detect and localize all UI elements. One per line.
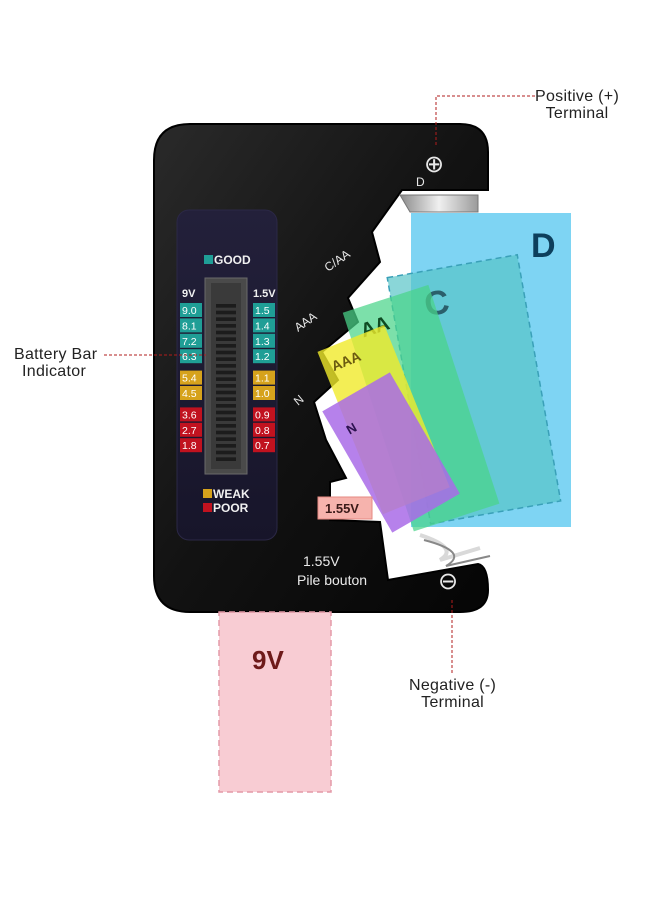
scale-value-9v: 1.8 — [182, 440, 197, 452]
scale-cell-1-5v-bg — [253, 422, 275, 437]
scale-cell-1-5v-bg — [253, 370, 275, 385]
battery-9v-label: 9V — [252, 645, 284, 675]
scale-1-5v-column: 1.5 1.4 1.3 1.2 1.1 1.0 0.9 0.8 0.7 — [253, 303, 275, 453]
bar-segment — [216, 417, 236, 421]
bar-segment — [216, 330, 236, 335]
scale-value-1-5v: 0.7 — [255, 440, 270, 452]
bar-segment — [216, 324, 236, 328]
column-header-9v: 9V — [182, 288, 196, 300]
scale-value-9v: 5.4 — [182, 373, 197, 385]
button-cell-voltage: 1.55V — [303, 553, 340, 569]
bar-segment — [216, 304, 236, 308]
bar-indicator-callout-line1: Battery Bar — [14, 346, 98, 363]
scale-9v-column: 9.0 8.1 7.2 6.3 5.4 4.5 3.6 2.7 1.8 — [180, 303, 202, 453]
bar-segment — [216, 410, 236, 415]
weak-legend-label: WEAK — [213, 487, 250, 501]
bar-indicator-segments — [216, 304, 236, 461]
battery-button-cell — [317, 496, 373, 520]
negative-terminal-callout: Negative (-) Terminal — [409, 677, 496, 711]
bar-segment — [216, 437, 236, 441]
button-cell-name: Pile bouton — [297, 572, 367, 588]
scale-value-1-5v: 1.1 — [255, 373, 270, 385]
bar-segment — [216, 350, 236, 355]
bar-segment — [216, 317, 236, 321]
good-legend-label: GOOD — [214, 253, 251, 267]
scale-cell-1-5v-bg — [253, 318, 275, 333]
column-header-1-5v: 1.5V — [253, 288, 276, 300]
battery-button-label: 1.55V — [325, 501, 359, 516]
bar-segment — [216, 450, 236, 455]
battery-n — [322, 372, 460, 533]
weak-legend-swatch — [203, 489, 212, 498]
scale-cell-1-5v-bg — [253, 386, 275, 400]
bar-segment — [216, 344, 236, 348]
bar-segment — [216, 357, 236, 361]
top-spring-contact — [399, 194, 479, 213]
poor-legend-label: POOR — [213, 501, 249, 515]
scale-cell-9v-bg — [180, 407, 202, 422]
scale-cell-9v-bg — [180, 318, 202, 333]
poor-legend-swatch — [203, 503, 212, 512]
scale-value-9v: 9.0 — [182, 305, 197, 317]
scale-value-1-5v: 1.2 — [255, 351, 270, 363]
positive-terminal-icon: ⊕ — [424, 151, 444, 178]
bar-segment — [216, 444, 236, 448]
bar-segment — [216, 390, 236, 395]
scale-cell-9v-bg — [180, 422, 202, 437]
bar-segment — [216, 404, 236, 408]
scale-cell-1-5v-bg — [253, 333, 275, 348]
slot-label-d: D — [416, 175, 425, 189]
battery-9v — [218, 611, 332, 793]
scale-value-1-5v: 1.0 — [255, 388, 270, 400]
negative-callout-line1: Negative (-) — [409, 677, 497, 694]
good-legend-swatch — [204, 255, 213, 264]
scale-cell-9v-bg — [180, 370, 202, 385]
positive-callout-line1: Positive (+) — [535, 88, 620, 105]
positive-callout-line2: Terminal — [545, 105, 609, 122]
scale-value-9v: 7.2 — [182, 336, 197, 348]
negative-callout-line2: Terminal — [421, 694, 485, 711]
scale-cell-1-5v-bg — [253, 438, 275, 453]
scale-cell-1-5v-bg — [253, 349, 275, 364]
bottom-spring-contact — [419, 533, 481, 562]
bottom-spring-contact-shadow — [423, 539, 491, 567]
scale-value-1-5v: 1.5 — [255, 305, 270, 317]
bar-segment — [216, 430, 236, 435]
bar-segment — [216, 310, 236, 315]
scale-value-1-5v: 1.4 — [255, 320, 270, 332]
scale-value-1-5v: 0.8 — [255, 425, 270, 437]
bar-segment — [216, 337, 236, 341]
bar-segment — [216, 377, 236, 381]
battery-d-label: D — [531, 227, 556, 265]
bar-segment — [216, 370, 236, 375]
scale-cell-9v-bg — [180, 438, 202, 453]
bar-segment — [216, 364, 236, 368]
bar-indicator-callout: Battery Bar Indicator — [14, 346, 97, 380]
scale-cell-9v-bg — [180, 333, 202, 348]
scale-value-9v: 3.6 — [182, 409, 197, 421]
bar-segment — [216, 397, 236, 401]
scale-cell-9v-bg — [180, 303, 202, 317]
scale-cell-1-5v-bg — [253, 303, 275, 317]
positive-terminal-callout: Positive (+) Terminal — [535, 88, 619, 122]
scale-value-1-5v: 0.9 — [255, 409, 270, 421]
scale-cell-9v-bg — [180, 386, 202, 400]
scale-cell-1-5v-bg — [253, 407, 275, 422]
bar-indicator-callout-line2: Indicator — [22, 363, 87, 380]
positive-callout-line — [435, 95, 536, 145]
bar-segment — [216, 457, 236, 461]
scale-value-9v: 6.3 — [182, 351, 197, 363]
negative-terminal-icon: ⊖ — [438, 568, 458, 595]
scale-value-1-5v: 1.3 — [255, 336, 270, 348]
scale-value-9v: 2.7 — [182, 425, 197, 437]
scale-value-9v: 8.1 — [182, 320, 197, 332]
bar-segment — [216, 384, 236, 388]
scale-value-9v: 4.5 — [182, 388, 197, 400]
scale-cell-9v-bg — [180, 349, 202, 364]
bar-segment — [216, 424, 236, 428]
